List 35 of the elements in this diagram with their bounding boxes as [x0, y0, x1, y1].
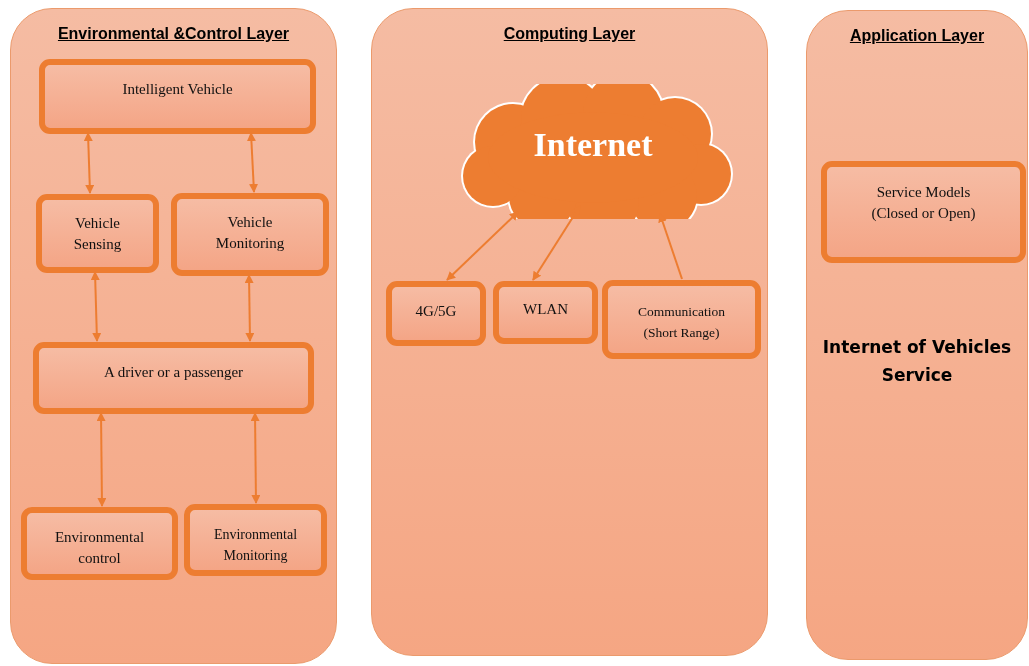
- box-label: Environmental control: [53, 528, 146, 568]
- process-box: [386, 281, 486, 346]
- layer-description: Internet of Vehicles Service: [821, 336, 1013, 387]
- arrow: [83, 132, 95, 194]
- layer-panel: [371, 8, 768, 656]
- layer-heading: Environmental &Control Layer: [56, 25, 291, 43]
- layer-panel: [806, 10, 1028, 660]
- process-box: [493, 281, 598, 344]
- process-box: [33, 342, 314, 414]
- arrow: [96, 412, 107, 507]
- box-label: Environmental Monitoring: [212, 526, 299, 565]
- box-label: A driver or a passenger: [102, 363, 245, 382]
- arrow: [246, 132, 259, 193]
- process-box: [821, 161, 1026, 263]
- arrow: [90, 271, 102, 342]
- layer-heading: Application Layer: [848, 27, 986, 45]
- box-label: Communication (Short Range): [637, 303, 726, 342]
- process-box: [36, 194, 159, 273]
- box-label: Vehicle Sensing: [72, 214, 123, 254]
- box-label: Intelligent Vehicle: [121, 80, 234, 99]
- process-box: [602, 280, 761, 359]
- layer-heading: Computing Layer: [502, 25, 637, 43]
- box-label: Vehicle Monitoring: [214, 213, 286, 253]
- layer-panel: [10, 8, 337, 664]
- arrow: [446, 211, 519, 281]
- process-box: [21, 507, 178, 580]
- process-box: [39, 59, 316, 134]
- arrow: [250, 412, 261, 504]
- process-box: [184, 504, 327, 576]
- box-label: Service Models (Closed or Open): [870, 183, 977, 223]
- box-label: 4G/5G: [414, 302, 458, 321]
- box-label: WLAN: [522, 300, 569, 319]
- arrow: [244, 274, 255, 342]
- cloud-label: Internet: [532, 126, 654, 164]
- process-box: [171, 193, 329, 276]
